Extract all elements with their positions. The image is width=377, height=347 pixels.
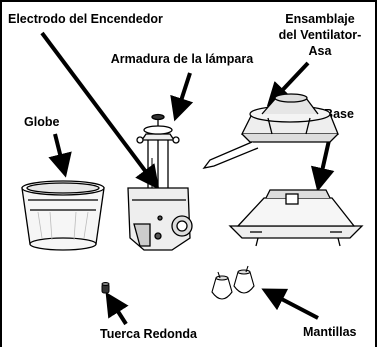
label-nut: Tuerca Redonda [100,327,198,341]
arrow-igniter [40,31,160,190]
arrow-globe [48,133,72,178]
mantles-part [211,265,255,300]
label-lamp-frame: Armadura de la lámpara [111,52,254,66]
arrow-lamp-frame [170,72,194,122]
lamp-frame-part [127,113,193,251]
arrow-fan-assembly [266,61,310,107]
globe-part [21,180,105,251]
base-part [228,189,364,247]
label-fan-line3: Asa [309,44,333,58]
round-nut-part [101,282,110,294]
diagram-frame-right [375,0,377,347]
arrow-nut [105,291,129,326]
label-fan-line2: del Ventilator- [279,28,362,42]
label-fan-line1: Ensamblaje [285,12,355,26]
label-globe: Globe [24,115,59,129]
label-igniter: Electrodo del Encendedor [8,12,163,26]
label-mantles: Mantillas [303,325,357,339]
arrow-mantles [261,288,319,320]
pointer-arrows [40,31,335,326]
fan-handle-part [202,93,339,169]
